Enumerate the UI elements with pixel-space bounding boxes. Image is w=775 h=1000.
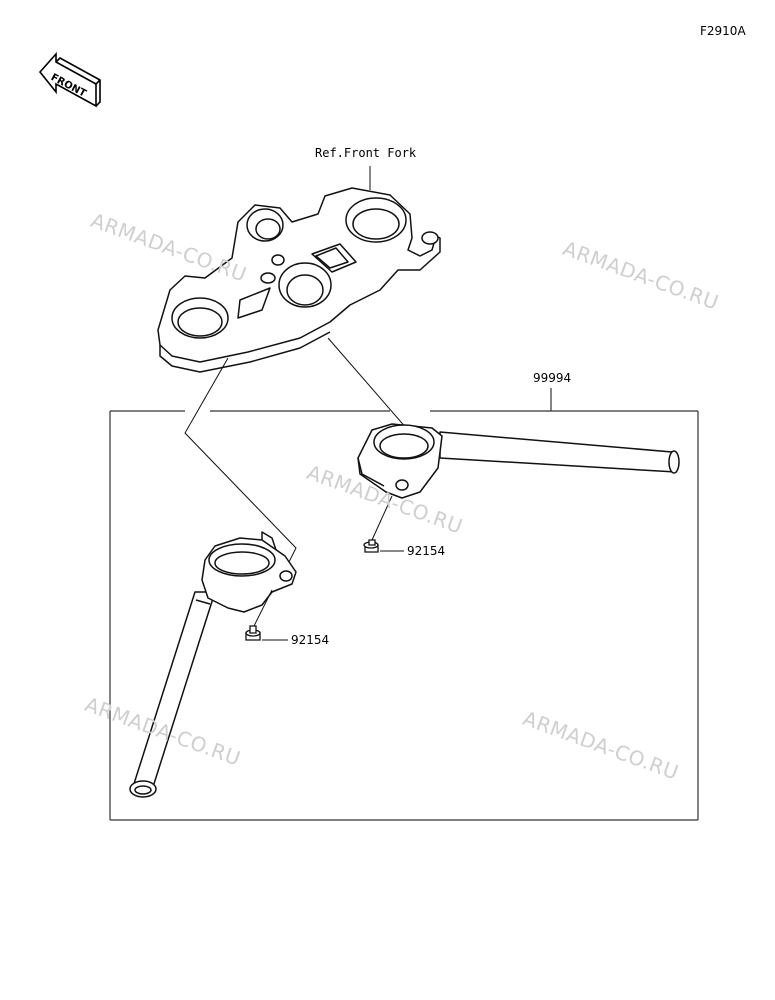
front-arrow-icon [38,51,101,108]
right-handlebar [357,423,680,499]
left-handlebar [129,531,297,798]
bolt-upper [363,495,404,553]
assembly-box [109,388,699,821]
assembly-part-number: 99994 [533,371,572,385]
bolt-lower [245,589,288,641]
figure-code: F2910A [700,24,746,38]
bolt-lower-part-number: 92154 [291,633,330,647]
top-triple-clamp [157,166,441,373]
bolt-upper-part-number: 92154 [407,544,446,558]
ref-front-fork-label: Ref.Front Fork [315,146,417,160]
